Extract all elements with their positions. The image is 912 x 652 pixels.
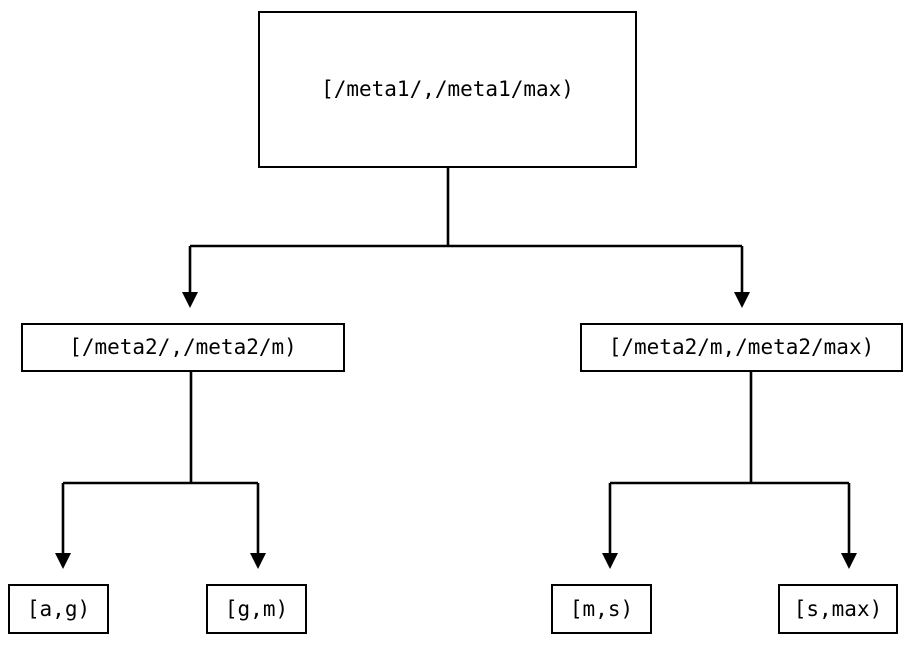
- tree-node-leaf-a-g[interactable]: [a,g): [8, 584, 109, 634]
- tree-node-leaf-g-m[interactable]: [g,m): [206, 584, 307, 634]
- tree-node-mid-left[interactable]: [/meta2/,/meta2/m): [21, 323, 345, 372]
- arrowhead-to-leaf-g-m: [250, 553, 266, 569]
- edge-midright-to-leaves: [608, 372, 851, 553]
- arrowhead-to-leaf-m-s: [602, 553, 618, 569]
- tree-node-leaf-s-max[interactable]: [s,max): [778, 584, 898, 634]
- tree-node-leaf-m-s-label: [m,s): [569, 596, 634, 621]
- arrowhead-to-mid-right: [734, 292, 750, 308]
- tree-node-mid-right[interactable]: [/meta2/m,/meta2/max): [580, 323, 903, 372]
- arrowhead-to-leaf-a-g: [55, 553, 71, 569]
- tree-node-mid-left-label: [/meta2/,/meta2/m): [69, 335, 297, 359]
- tree-node-root[interactable]: [/meta1/,/meta1/max): [258, 11, 637, 168]
- arrowhead-to-mid-left: [182, 292, 198, 308]
- edge-root-to-midlevel: [188, 168, 744, 292]
- arrowhead-to-leaf-s-max: [841, 553, 857, 569]
- edge-midleft-to-leaves: [61, 372, 260, 553]
- tree-node-mid-right-label: [/meta2/m,/meta2/max): [608, 335, 875, 359]
- tree-node-leaf-m-s[interactable]: [m,s): [551, 584, 652, 634]
- tree-node-leaf-a-g-label: [a,g): [26, 596, 91, 621]
- tree-node-root-label: [/meta1/,/meta1/max): [321, 77, 574, 101]
- tree-node-leaf-s-max-label: [s,max): [793, 596, 883, 621]
- tree-node-leaf-g-m-label: [g,m): [224, 596, 289, 621]
